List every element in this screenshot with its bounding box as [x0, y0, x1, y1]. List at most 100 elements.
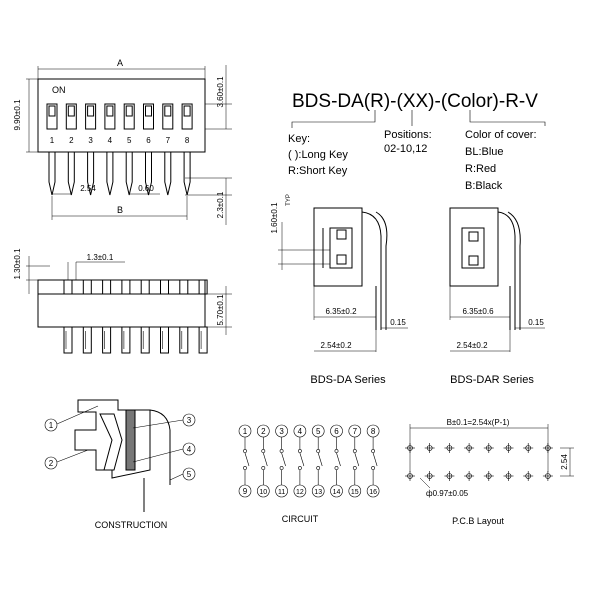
switch-knob: [87, 105, 95, 117]
circuit-switch-blade: [263, 452, 268, 467]
switch-number: 7: [166, 136, 171, 145]
front-knob: [198, 279, 208, 295]
circuit-pin-bottom: [293, 484, 307, 498]
switch-number: 3: [88, 136, 93, 145]
switch-slot: [65, 103, 77, 130]
switch-knob: [145, 105, 152, 117]
side-view-da: 1.60±0.1 TYP 6.35±0.2 0.15 2.54±0.2 BDS-…: [270, 194, 408, 386]
switch-slot: [85, 103, 97, 130]
positions-title: Positions:: [384, 129, 432, 141]
top-pin: [164, 152, 172, 196]
front-leg: [140, 326, 150, 354]
side-view-dar: 6.35±0.6 0.15 2.54±0.2 BDS-DAR Series: [449, 207, 545, 386]
circuit-pin-bottom: [238, 484, 252, 498]
circuit-switch-blade: [299, 452, 305, 467]
circuit-pin-bottom: [366, 484, 380, 498]
circuit-contact-top: [371, 449, 376, 453]
switch-number: 6: [146, 136, 151, 145]
da-window: [329, 227, 353, 269]
circuit-pin-bottom: [348, 484, 362, 498]
circuit-pin-bottom-label: 16: [369, 489, 377, 496]
circuit-contact-bottom: [352, 466, 357, 470]
front-leg: [102, 326, 112, 354]
circuit-switch-blade: [281, 452, 286, 467]
dim-pin-width-label: 0.60: [138, 184, 154, 193]
circuit-pin-top-label: 3: [279, 427, 284, 436]
circuit-contact-top: [279, 449, 284, 453]
switch-slot: [104, 103, 116, 130]
callout-3-label: 3: [187, 416, 192, 425]
dim-da-lead-label: 2.54±0.2: [320, 341, 352, 350]
switch-slot: [46, 103, 58, 130]
front-knob: [121, 279, 131, 295]
switch-slot: [143, 103, 154, 130]
switch-number: 4: [108, 136, 113, 145]
circuit-pin-bottom-label: 15: [351, 489, 359, 496]
circuit-contact-bottom: [243, 466, 247, 470]
callout-5-leader: [169, 473, 184, 481]
top-pin: [87, 152, 95, 196]
circuit-pin-bottom-label: 13: [314, 489, 322, 496]
switch-slot: [181, 103, 193, 130]
callout-2-circle: [44, 456, 58, 470]
on-label: ON: [52, 85, 66, 95]
callout-5-label: 5: [187, 470, 192, 479]
top-pin: [183, 152, 191, 196]
callout-3-leader: [132, 419, 184, 429]
switch-slot: [123, 103, 135, 130]
circuit-pin-bottom-label: 11: [278, 489, 285, 496]
ordering-code: BDS-DA(R)-(XX)-(Color)-R-V Key: ( ):Long…: [288, 91, 546, 192]
da-lead-bent: [361, 211, 388, 330]
dim-da-typ-label: 1.60±0.1: [270, 202, 279, 234]
dim-front-left-label: 1.30±0.1: [13, 248, 22, 280]
circuit-contact-top: [261, 449, 266, 453]
circuit-contact-bottom: [371, 466, 376, 470]
front-knob: [63, 279, 73, 295]
front-knob: [102, 279, 112, 295]
switch-knob: [67, 105, 75, 117]
circuit-pin-bottom: [275, 484, 288, 498]
front-leg: [82, 326, 92, 354]
dim-height-label: 9.90±0.1: [13, 99, 22, 131]
leader-key: [291, 110, 376, 128]
top-pin-row: [48, 152, 191, 196]
top-pin: [145, 152, 152, 196]
callout-2-label: 2: [49, 459, 54, 468]
dim-front-right-label: 5.70±0.1: [216, 294, 225, 326]
construction-view: 1 2 3 4 5 CONSTRUCTION: [44, 399, 196, 530]
circuit-contact-top: [316, 449, 321, 453]
callout-1-leader: [56, 405, 99, 425]
circuit-contact-top: [243, 449, 247, 453]
circuit-pin-top-label: 1: [243, 427, 248, 436]
front-view: 1.30±0.1 1.3±0.1 5.70±0.1: [13, 248, 232, 354]
switch-number: 2: [69, 136, 74, 145]
circuit-switch-blade: [372, 452, 378, 467]
circuit-pin-bottom-label: 14: [333, 489, 341, 496]
top-pin: [106, 152, 114, 196]
circuit-caption: CIRCUIT: [282, 514, 319, 524]
circuit-pin-top-label: 4: [298, 427, 303, 436]
dim-dar-lead-label: 2.54±0.2: [456, 341, 488, 350]
circuit-contact-top: [352, 449, 357, 453]
key-short: R:Short Key: [288, 165, 348, 177]
dim-b-label: B: [117, 205, 123, 215]
circuit-pin-top-label: 6: [334, 427, 339, 436]
dim-da-typ-note: TYP: [286, 194, 292, 206]
dim-pin-len-label: 2.3±0.1: [216, 191, 225, 218]
key-title: Key:: [288, 133, 310, 145]
dim-dar-pin-label: 0.15: [528, 318, 544, 327]
circuit-contact-top: [334, 449, 339, 453]
construction-housing: [74, 399, 151, 479]
dar-knob-top: [468, 231, 479, 242]
color-red: R:Red: [465, 163, 496, 175]
switch-knob: [164, 105, 172, 117]
dim-a-label: A: [117, 58, 123, 68]
leader-color: [469, 110, 546, 126]
callout-4-leader: [132, 448, 184, 463]
construction-caption: CONSTRUCTION: [95, 520, 168, 530]
circuit-contact-bottom: [297, 466, 302, 470]
circuit-contact-bottom: [261, 466, 266, 470]
circuit-switch-blade: [317, 452, 323, 467]
